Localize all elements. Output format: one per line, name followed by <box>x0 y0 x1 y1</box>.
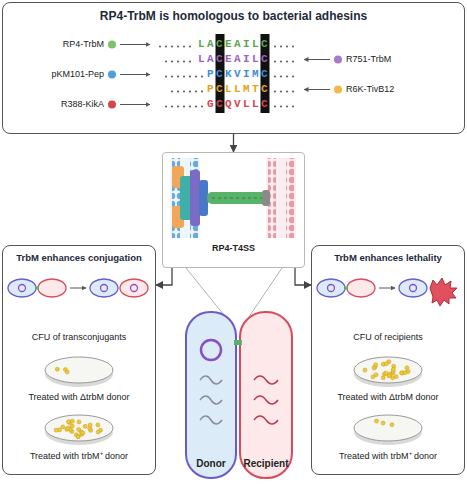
cell-label: Recipient <box>242 458 290 470</box>
panel-title: TrbM enhances lethality <box>314 252 462 263</box>
caption-text: CFU of transconjugants <box>5 332 153 343</box>
dish-label: Treated with ΔtrbM donor <box>5 392 153 403</box>
plasmid-name: R388-KikA <box>61 98 104 111</box>
donor-cell: Donor <box>186 312 236 478</box>
panel-title: TrbM enhances conjugation <box>5 252 153 263</box>
recipient-cell: Recipient <box>240 312 292 478</box>
sequence: PCKVIMC <box>207 68 270 81</box>
dish-label: Treated with trbM⁺ donor <box>314 451 462 462</box>
result-panel: TrbM enhances conjugationCFU of transcon… <box>2 245 156 475</box>
dish-label: Treated with ΔtrbM donor <box>314 392 462 403</box>
flow-arrow <box>295 268 311 285</box>
dish-label: Treated with trbM⁺ donor <box>5 451 153 462</box>
cell-label: Donor <box>188 458 234 470</box>
flow-arrow <box>233 134 234 152</box>
structure-frame: RP4-T4SS <box>162 152 305 268</box>
sequence: PCLLMTC <box>207 83 270 96</box>
result-panel: TrbM enhances lethalityCFU of recipients… <box>311 245 465 475</box>
sequence: GCQVLLC <box>207 98 270 111</box>
plasmid-name: R751-TrbM <box>346 53 391 66</box>
sequence: LACEAILC <box>198 53 270 66</box>
structure-label: RP4-T4SS <box>198 243 269 254</box>
plasmid-name: R6K-TivB12 <box>346 83 394 96</box>
plasmid-name: RP4-TrbM <box>63 38 104 51</box>
panel-title: RP4-TrbM is homologous to bacterial adhe… <box>5 9 462 23</box>
caption-text: CFU of recipients <box>314 332 462 343</box>
flow-arrow <box>156 268 172 285</box>
plasmid-name: pKM101-Pep <box>51 68 104 81</box>
sequence: LACEAILC <box>198 38 270 51</box>
